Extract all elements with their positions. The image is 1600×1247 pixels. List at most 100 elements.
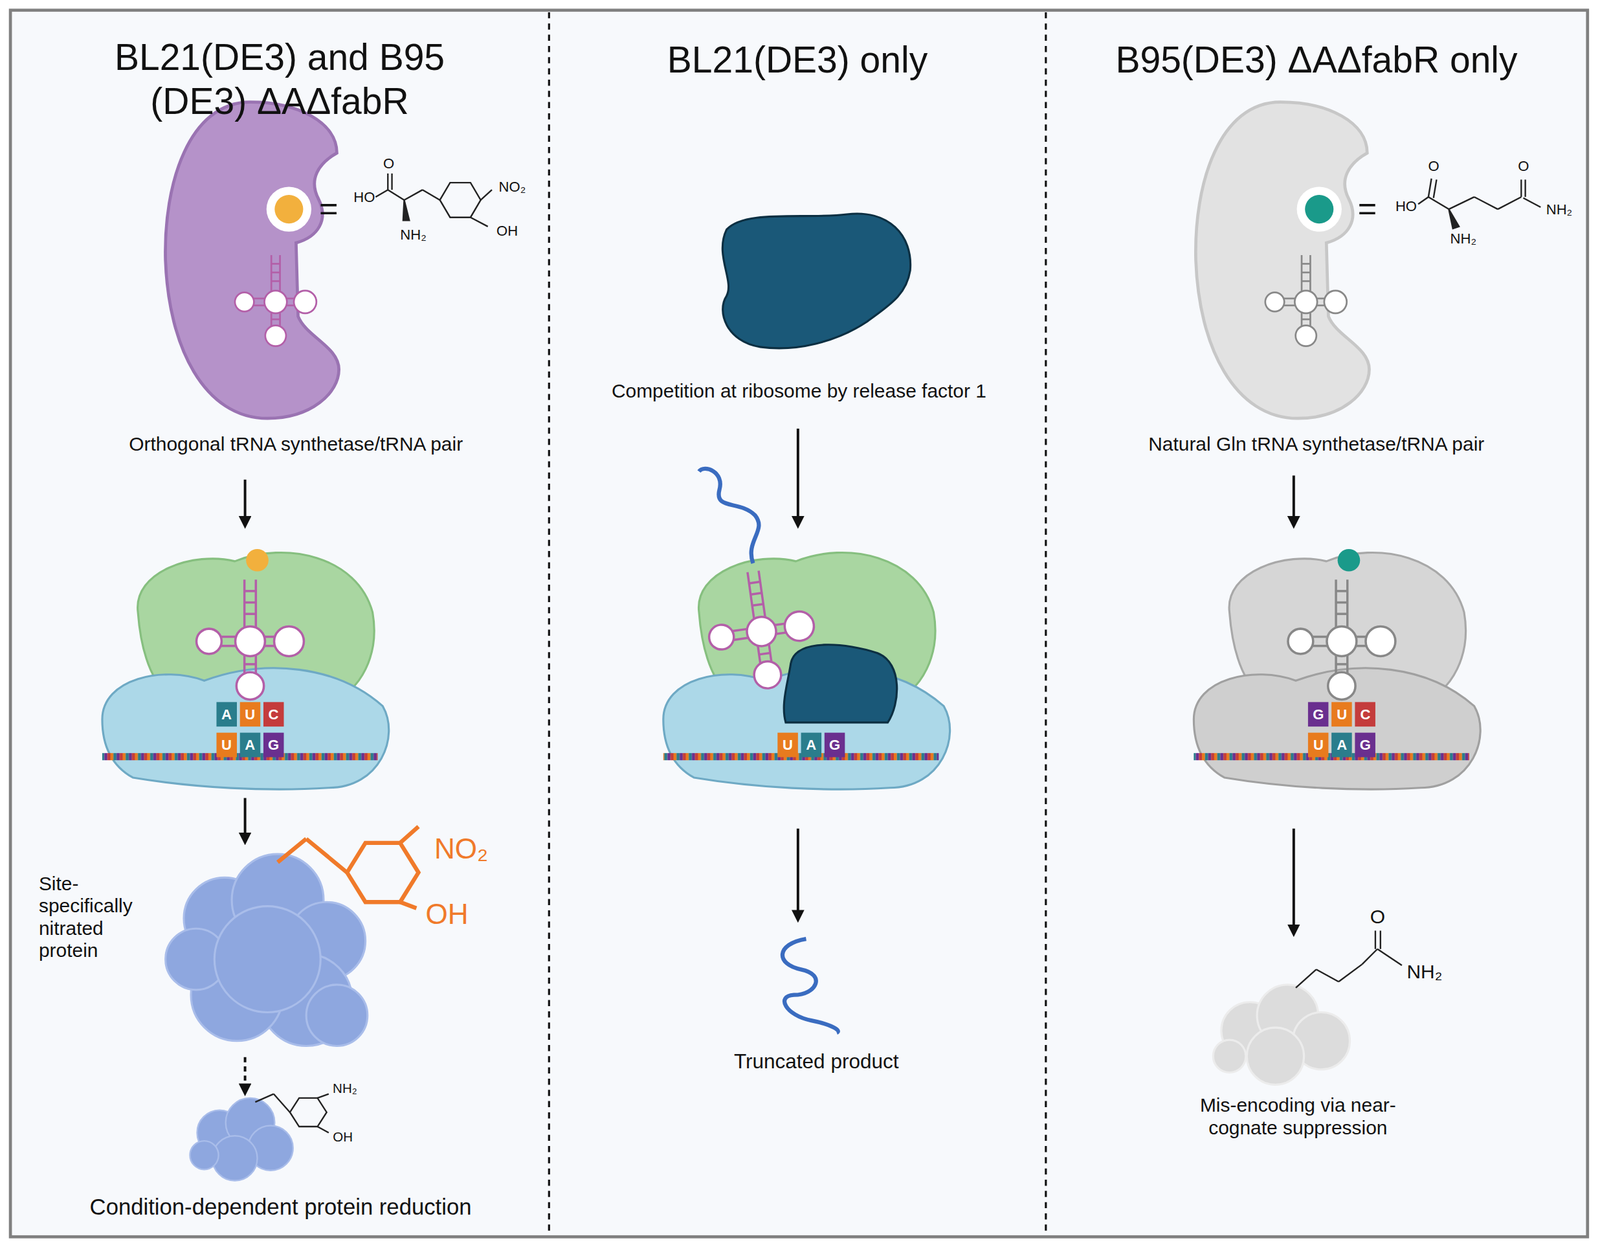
- nitrotyrosine: [422, 189, 441, 200]
- gln-side-chain: [1316, 968, 1340, 982]
- equals: =: [319, 189, 338, 228]
- nitrotyrosine: [390, 173, 393, 190]
- panel-title: BL21(DE3) and B95 (DE3) ΔAΔfabR: [85, 34, 474, 124]
- codon: [777, 732, 799, 758]
- caption: Natural Gln tRNA synthetase/tRNA pair: [1148, 433, 1485, 456]
- gln-side-chain: [1361, 948, 1378, 965]
- codon: U: [782, 736, 793, 753]
- reduced-protein: [189, 1097, 293, 1181]
- reduced-protein: [189, 1140, 219, 1169]
- ribosome: [1354, 732, 1376, 758]
- glutamine: [1428, 196, 1450, 210]
- divider: [1044, 12, 1047, 1235]
- amino-side-chain: [273, 1093, 290, 1112]
- nitrotyrosine: [375, 173, 492, 227]
- codon: U: [1336, 706, 1347, 723]
- gln-side-chain: [1379, 930, 1382, 949]
- ribosome: [1193, 548, 1481, 789]
- synthetase: [234, 255, 317, 347]
- codon: [801, 732, 823, 758]
- ribosome: [102, 548, 389, 789]
- glutamine: [1418, 178, 1541, 229]
- codon: C: [1359, 706, 1371, 723]
- nitrotyrosine: [470, 217, 489, 227]
- codon: [824, 732, 846, 758]
- gln-side-chain: [1295, 930, 1402, 988]
- protein: [214, 906, 321, 1013]
- ribosome: [1288, 579, 1396, 700]
- release-factor: [783, 644, 898, 723]
- protein: [165, 853, 368, 1046]
- caption: Mis-encoding via near-cognate suppressio…: [1170, 1093, 1426, 1139]
- arrow: [244, 479, 247, 523]
- codon: A: [805, 736, 817, 753]
- atom: O: [383, 155, 395, 172]
- protein: [1246, 1027, 1304, 1085]
- release-factor: [722, 213, 911, 349]
- codon: U: [244, 706, 256, 723]
- glutamine: [1524, 179, 1526, 197]
- amino-side-chain: [317, 1126, 329, 1133]
- ribosome: [196, 579, 305, 700]
- atom: NH₂: [332, 1080, 358, 1096]
- glutamine: [1418, 196, 1429, 204]
- glutamine: [1474, 196, 1498, 210]
- nitro-side-chain: [346, 842, 419, 902]
- nitrotyrosine: [375, 189, 388, 197]
- ribosome: [1337, 548, 1361, 572]
- amino-side-chain: [317, 1093, 329, 1098]
- atom: O: [1427, 157, 1439, 175]
- protein: [1212, 984, 1350, 1085]
- frame: [10, 10, 1588, 1237]
- ribosome: [240, 732, 261, 758]
- synthetase: [274, 194, 303, 224]
- panel: BL21(DE3) and B95 (DE3) ΔAΔfabR: [10, 10, 549, 1234]
- ribosome: [240, 701, 261, 727]
- nitrotyrosine: [387, 189, 404, 200]
- nitrotyrosine: [480, 189, 492, 200]
- nitrotyrosine: [387, 173, 389, 190]
- ribosome: [663, 552, 951, 790]
- panel: B95(DE3) ΔAΔfabR only: [1045, 10, 1588, 1234]
- atom: OH: [496, 222, 518, 239]
- arrow: [244, 1056, 247, 1090]
- arrow: [1292, 828, 1296, 931]
- gln-side-chain: [1374, 930, 1377, 949]
- caption: Competition at ribosome by release facto…: [611, 379, 987, 402]
- gln-side-chain: [1377, 948, 1402, 966]
- atom: NH₂: [1406, 960, 1443, 983]
- arrow: [796, 828, 800, 917]
- glutamine: [1433, 179, 1437, 198]
- caption: Condition-dependent protein reduction: [89, 1194, 472, 1221]
- codon: G: [267, 736, 279, 753]
- panel-title: BL21(DE3) only: [570, 37, 1024, 82]
- atom: OH: [425, 897, 468, 931]
- atom: NH₂: [1546, 201, 1573, 218]
- protein: [1212, 1039, 1246, 1072]
- ribosome: [1331, 732, 1353, 758]
- equals: =: [1357, 189, 1377, 228]
- ribosome: [263, 732, 285, 758]
- synthetase: [1195, 102, 1369, 419]
- codon: G: [1312, 706, 1324, 723]
- atom: HO: [353, 188, 375, 206]
- synthetase: [1297, 186, 1342, 232]
- codon: [777, 732, 845, 758]
- glutamine: [1448, 196, 1474, 210]
- synthetase: [266, 186, 312, 232]
- codon: A: [221, 706, 232, 723]
- caption: Truncated product: [733, 1049, 900, 1073]
- ribosome: [216, 701, 237, 727]
- codon: C: [268, 706, 279, 723]
- arrow: [244, 798, 247, 839]
- ribosome: [263, 701, 285, 727]
- atom: NH₂: [1450, 230, 1477, 247]
- codon: U: [1313, 736, 1324, 753]
- nitrotyrosine: [403, 200, 410, 221]
- codon: A: [244, 736, 256, 753]
- amino-side-chain: [289, 1097, 327, 1127]
- codon: G: [829, 736, 841, 753]
- amino-side-chain: [255, 1093, 329, 1133]
- ribosome: [1308, 732, 1329, 758]
- synthetase: [165, 102, 339, 419]
